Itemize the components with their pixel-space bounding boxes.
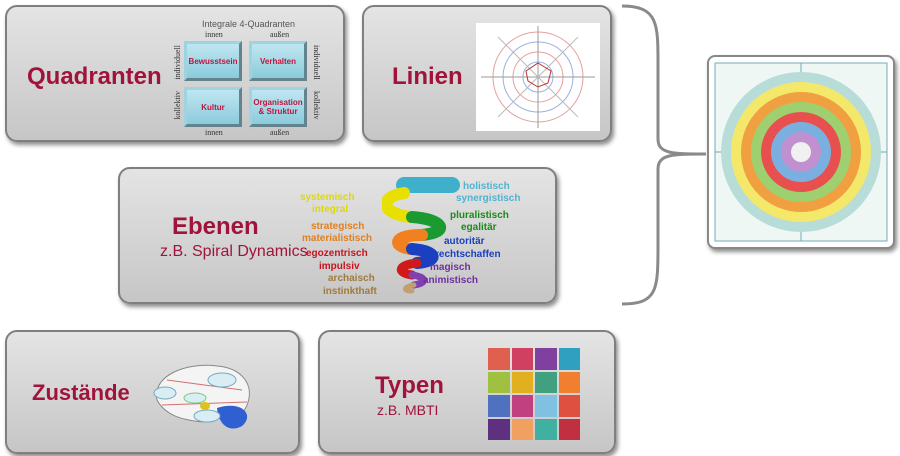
quadranten-title: Quadranten: [27, 63, 162, 90]
spiral-dynamics-graphic: [382, 177, 460, 294]
level-autoritaer: autoritär: [444, 236, 485, 247]
quadrant-verhalten: Verhalten: [249, 41, 307, 81]
level-pluralistisch: pluralistisch: [450, 210, 509, 221]
level-holistisch: holistisch: [463, 181, 510, 192]
level-instinkthaft: instinkthaft: [323, 286, 377, 297]
quadranten-card: Quadranten Integrale 4-Quadranten innen …: [5, 5, 345, 142]
typen-title: Typen: [375, 372, 444, 399]
level-rechtschaffen: rechtschaffen: [435, 249, 501, 260]
label-individuell-right: individuell: [312, 45, 321, 80]
label-innen-top: innen: [205, 30, 223, 39]
lines-radar-diagram: [476, 23, 600, 131]
mbti-portrait-grid: [488, 348, 580, 440]
label-kollektiv-left: kollektiv: [173, 91, 182, 120]
level-impulsiv: impulsiv: [319, 261, 360, 272]
label-innen-bottom: innen: [205, 128, 223, 137]
level-materialistisch: materialistisch: [302, 233, 373, 244]
quadrant-bewusstsein: Bewusstsein: [184, 41, 242, 81]
label-kollektiv-right: kollektiv: [312, 91, 321, 120]
linien-title: Linien: [392, 63, 463, 90]
ebenen-subtitle: z.B. Spiral Dynamics: [160, 243, 308, 260]
level-systemisch: systemisch: [300, 192, 355, 203]
quadrant-diagram-title: Integrale 4-Quadranten: [202, 19, 296, 29]
typen-subtitle: z.B. MBTI: [377, 402, 439, 418]
level-archaisch: archaisch: [328, 273, 375, 284]
brain-states-graphic: [153, 364, 250, 429]
integral-map-image: [707, 55, 895, 249]
level-egozentrisch: egozentrisch: [306, 248, 368, 259]
label-aussen-top: außen: [270, 30, 290, 39]
typen-card: Typen z.B. MBTI: [318, 330, 616, 454]
level-synergistisch: synergistisch: [456, 193, 521, 204]
label-aussen-bottom: außen: [270, 128, 290, 137]
ebenen-title: Ebenen: [172, 213, 259, 240]
level-egalitaer: egalitär: [461, 222, 497, 233]
level-magisch: magisch: [430, 262, 471, 273]
quadrant-kultur: Kultur: [184, 87, 242, 127]
linien-card: Linien: [362, 5, 612, 142]
level-integral: integral: [312, 204, 349, 215]
level-strategisch: strategisch: [311, 221, 365, 232]
zustaende-title: Zustände: [32, 380, 130, 405]
quadrant-organisation: Organisation & Struktur: [249, 87, 307, 127]
brace-connector: [621, 4, 707, 306]
integral-map-circles: [714, 62, 888, 242]
label-individuell-left: individuell: [173, 45, 182, 80]
zustaende-card: Zustände: [5, 330, 300, 454]
level-animistisch: animistisch: [423, 275, 479, 286]
ebenen-card: Ebenen z.B. Spiral Dynamics holistisch s…: [118, 167, 557, 304]
